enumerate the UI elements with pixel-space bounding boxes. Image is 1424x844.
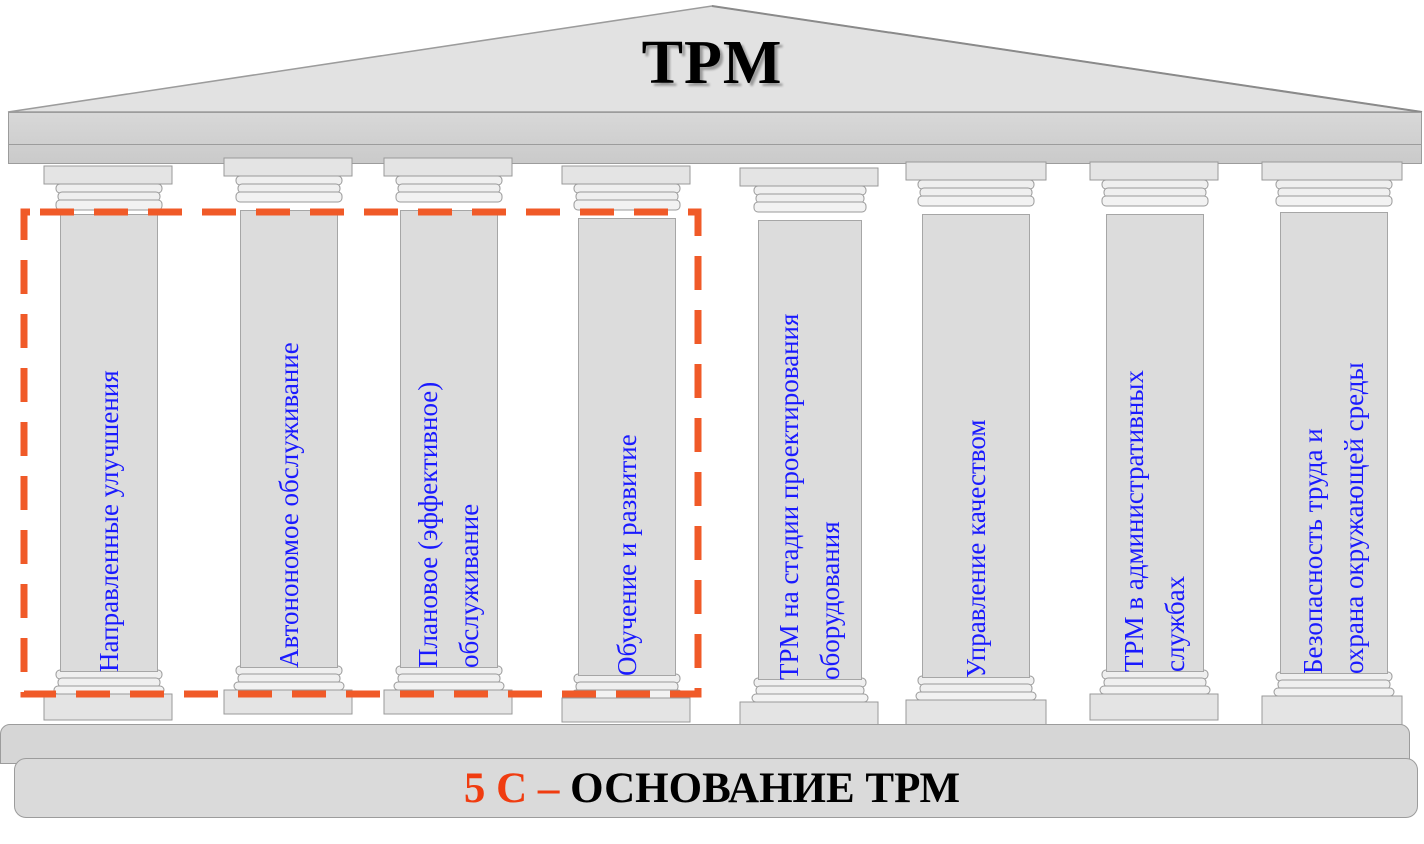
pillar-label-line: Безопасность труда и xyxy=(1298,428,1328,674)
pillar-drawing xyxy=(1089,161,1219,721)
pillar-label: ТРМ в административных службах xyxy=(1109,218,1201,672)
foundation-caption: 5 С – ОСНОВАНИЕ ТРМ xyxy=(0,764,1424,813)
pillar-shaft xyxy=(922,214,1030,678)
pillar-label: ТРМ на стадии проектирования оборудования xyxy=(761,224,859,680)
pillar-shaft xyxy=(1106,214,1204,672)
entablature-beam xyxy=(8,112,1422,164)
pillar-label: Обучение и развитие xyxy=(581,222,673,676)
pillar-label: Безопасность труда и охрана окружающей ср… xyxy=(1283,216,1385,674)
pillar-label-line: обслуживание xyxy=(454,503,484,668)
pillar-drawing xyxy=(905,161,1047,727)
pillar-label-line: Управление качеством xyxy=(960,419,991,678)
foundation-dash: – xyxy=(537,765,560,812)
pillar-drawing xyxy=(739,167,879,729)
pillar-label-line: Направленные улучшения xyxy=(93,370,124,672)
pillar-label: Плановое (эффективное) обслуживание xyxy=(403,214,495,668)
pillar-label-line: ТРМ в административных xyxy=(1119,370,1149,672)
pillar-label-line: Автонономое обслуживание xyxy=(273,342,304,668)
pillar-label: Направленные улучшения xyxy=(63,218,155,672)
foundation-slab xyxy=(14,758,1418,818)
pillar-label: Управление качеством xyxy=(925,218,1027,678)
pillar-label-line: службах xyxy=(1160,575,1190,672)
pillar-label-line: оборудования xyxy=(815,521,845,680)
beam-line xyxy=(8,144,1422,145)
foundation-text: ОСНОВАНИЕ ТРМ xyxy=(570,765,961,812)
foundation-accent: 5 С xyxy=(463,765,528,812)
pillar-shaft xyxy=(758,220,862,680)
pillar-label-line: охрана окружающей среды xyxy=(1339,362,1369,674)
pillar-shaft xyxy=(1280,212,1388,674)
pillar-drawing xyxy=(1261,161,1403,727)
pillar-label-line: Плановое (эффективное) xyxy=(413,381,443,668)
pillar-label-line: ТРМ на стадии проектирования xyxy=(774,313,804,680)
pillar-label: Автонономое обслуживание xyxy=(243,214,335,668)
foundation-plinth xyxy=(0,724,1410,764)
pillar-label-line: Обучение и развитие xyxy=(611,434,642,676)
roof-title: TPM xyxy=(641,29,783,97)
